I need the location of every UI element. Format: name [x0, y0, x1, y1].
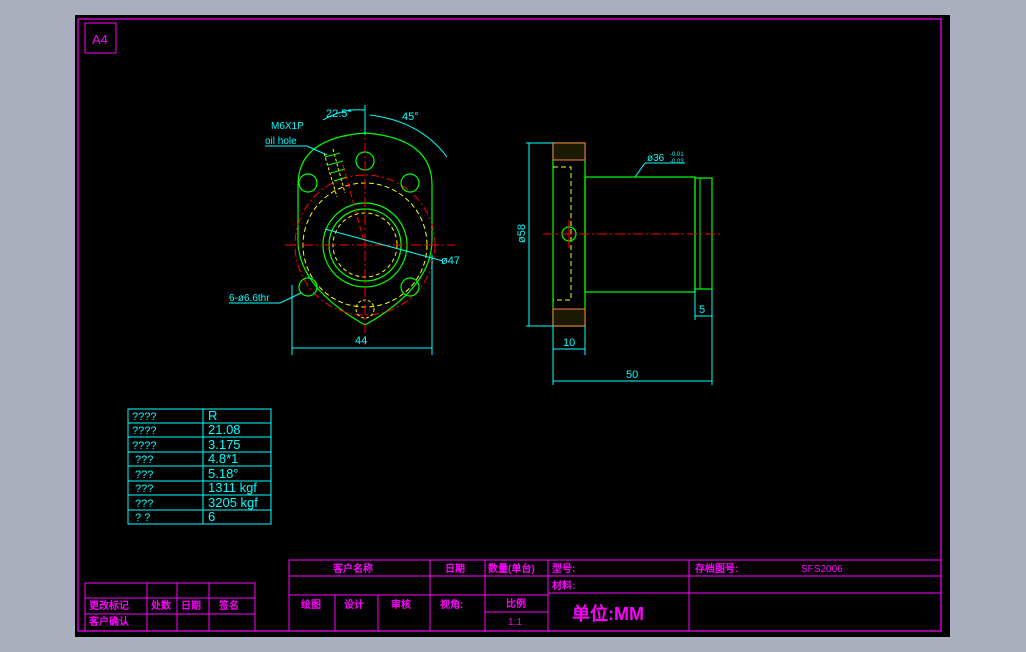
check-label: 审核: [391, 598, 411, 611]
spec-name: ???: [135, 469, 153, 481]
date-label: 日期: [445, 562, 465, 575]
body-dia-label: ø36: [647, 153, 665, 164]
rev-mark-label: 更改标记: [89, 599, 129, 612]
spec-name: ? ?: [135, 512, 150, 524]
spec-value: 3205 kgf: [208, 495, 258, 510]
rev-count-label: 处数: [150, 599, 172, 612]
dia-label: ø47: [441, 255, 460, 267]
spec-value: 4.8*1: [208, 451, 238, 466]
side-view: ø58 ø36 -0.01 -0.03 10 5 50: [516, 142, 720, 385]
flange-thk-label: 10: [563, 337, 575, 349]
flange-outline: [297, 132, 433, 326]
design-label: 设计: [344, 598, 364, 611]
oil-hole: [323, 148, 348, 198]
spec-value: 6: [208, 509, 215, 524]
tol-upper: -0.01: [670, 152, 684, 158]
angle-label-1: 22.5°: [326, 108, 352, 120]
section-hatch-bottom: [552, 308, 586, 327]
oil-hole-axis: [342, 164, 366, 246]
rev-sign-label: 签名: [218, 599, 239, 612]
angle-arc-2: [369, 114, 448, 158]
archive-no-value: SFS2006: [801, 564, 843, 575]
rev-date-label: 日期: [181, 599, 201, 612]
drawing-sheet: A4: [75, 15, 950, 637]
bolt-hole: [298, 277, 318, 297]
oil-hole-label-1: M6X1P: [271, 121, 304, 132]
customer-confirm-label: 客户确认: [88, 615, 130, 628]
spec-table: ???? R ???? 21.08 ???? 3.175 ??? 4.8*1 ?…: [127, 408, 272, 525]
angle-arc-1: [322, 109, 366, 121]
drawing-border: [77, 18, 942, 632]
revision-block: 更改标记 处数 日期 签名 客户确认: [84, 582, 256, 632]
spec-name: ???: [135, 483, 153, 495]
sheet-size-box: [84, 22, 117, 54]
drawn-label: 绘图: [301, 598, 321, 611]
spec-value: 1311 kgf: [208, 480, 257, 495]
spec-name: ???: [135, 454, 153, 466]
spec-value: 5.18°: [208, 466, 239, 481]
section-hatch-top: [552, 142, 586, 161]
unit-label: 单位:MM: [572, 603, 644, 624]
spec-value: 3.175: [208, 437, 241, 452]
front-view: 22.5° 45° M6X1P oil hole ø47 6-ø6.6thr 4…: [229, 105, 460, 355]
bolt-hole: [298, 173, 318, 193]
bolt-hole: [400, 277, 420, 297]
material-label: 材料:: [552, 579, 575, 592]
spec-name: ????: [132, 425, 156, 437]
spec-name: ???: [135, 498, 153, 510]
bolt-holes: [298, 151, 420, 319]
dia-leader: [324, 228, 444, 262]
step-label: 5: [699, 304, 705, 316]
spec-value: R: [208, 408, 217, 423]
title-block: 客户名称 日期 数量(单台) 型号: 存档图号: SFS2006 材料: 绘图 …: [288, 559, 942, 632]
view-angle-label: 视角:: [440, 598, 463, 611]
width-dim-label: 44: [355, 335, 367, 347]
quantity-label: 数量(单台): [488, 562, 535, 575]
holes-label: 6-ø6.6thr: [229, 293, 270, 304]
flange-dia-label: ø58: [516, 224, 528, 243]
angle-label-2: 45°: [402, 111, 419, 123]
tol-lower: -0.03: [670, 159, 684, 165]
total-len-label: 50: [626, 369, 638, 381]
bolt-hole: [400, 173, 420, 193]
spec-name: ????: [132, 440, 156, 452]
scale-value: 1:1: [508, 617, 522, 628]
cad-drawing: A4: [77, 18, 942, 632]
customer-name-label: 客户名称: [332, 562, 373, 575]
archive-no-label: 存档图号:: [695, 562, 738, 575]
spec-name: ????: [132, 411, 156, 423]
model-label: 型号:: [552, 562, 575, 575]
scale-label: 比例: [506, 597, 526, 610]
spec-value: 21.08: [208, 422, 241, 437]
sheet-size-label: A4: [92, 32, 108, 47]
oil-hole-label-2: oil hole: [265, 136, 297, 147]
